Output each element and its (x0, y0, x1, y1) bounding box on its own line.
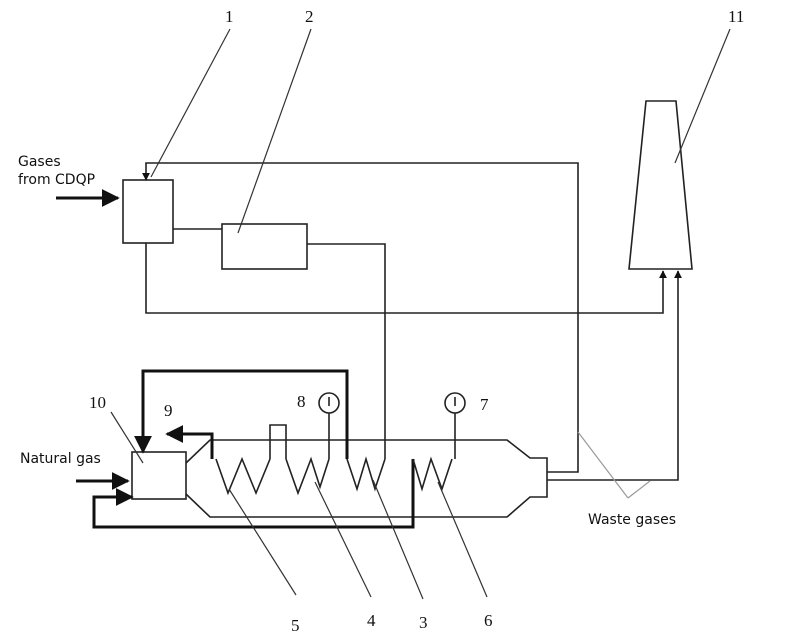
line-1-to-chimney (145, 243, 667, 314)
gauge-8-icon (318, 392, 340, 414)
number-6: 6 (484, 611, 493, 630)
gases-label-line1: Gases (18, 154, 61, 170)
number-8: 8 (297, 392, 306, 411)
coil-4 (285, 456, 330, 496)
leader-4 (314, 481, 372, 598)
leader-6 (437, 481, 488, 598)
furnace-body (185, 439, 548, 518)
recirculation-line-bottom (92, 459, 415, 529)
number-1: 1 (225, 7, 234, 26)
coil-connector (269, 424, 287, 459)
waste-gases-pointer-2 (627, 480, 651, 499)
number-7: 7 (480, 395, 489, 414)
leader-2 (237, 28, 312, 234)
leader-10 (110, 411, 144, 464)
number-3: 3 (419, 613, 428, 632)
gases-label-line2: from CDQP (18, 172, 95, 188)
number-11: 11 (728, 7, 744, 26)
natural-gas-label: Natural gas (20, 451, 101, 467)
outlet-arrow-9 (165, 425, 214, 459)
number-10: 10 (89, 393, 106, 412)
waste-gas-line-to-chimney (547, 270, 682, 481)
return-line-to-unit-1 (142, 162, 579, 473)
gauge-7-icon (444, 392, 466, 414)
waste-gases-pointer-1 (577, 431, 629, 499)
coil-6 (412, 456, 453, 492)
waste-gases-label: Waste gases (588, 512, 676, 528)
leader-5 (228, 488, 297, 596)
number-4: 4 (367, 611, 376, 630)
chimney (628, 100, 693, 270)
leader-1 (150, 28, 231, 178)
number-9: 9 (164, 401, 173, 420)
unit-2-box (221, 223, 308, 270)
number-2: 2 (305, 7, 314, 26)
recirculation-line-top (134, 369, 349, 459)
coil-5 (215, 456, 271, 496)
unit-1-box (122, 179, 174, 244)
number-5: 5 (291, 616, 300, 635)
line-2-to-coil-3 (307, 243, 386, 459)
leader-11 (674, 28, 731, 164)
leader-3 (372, 479, 424, 600)
coil-3 (346, 456, 386, 492)
